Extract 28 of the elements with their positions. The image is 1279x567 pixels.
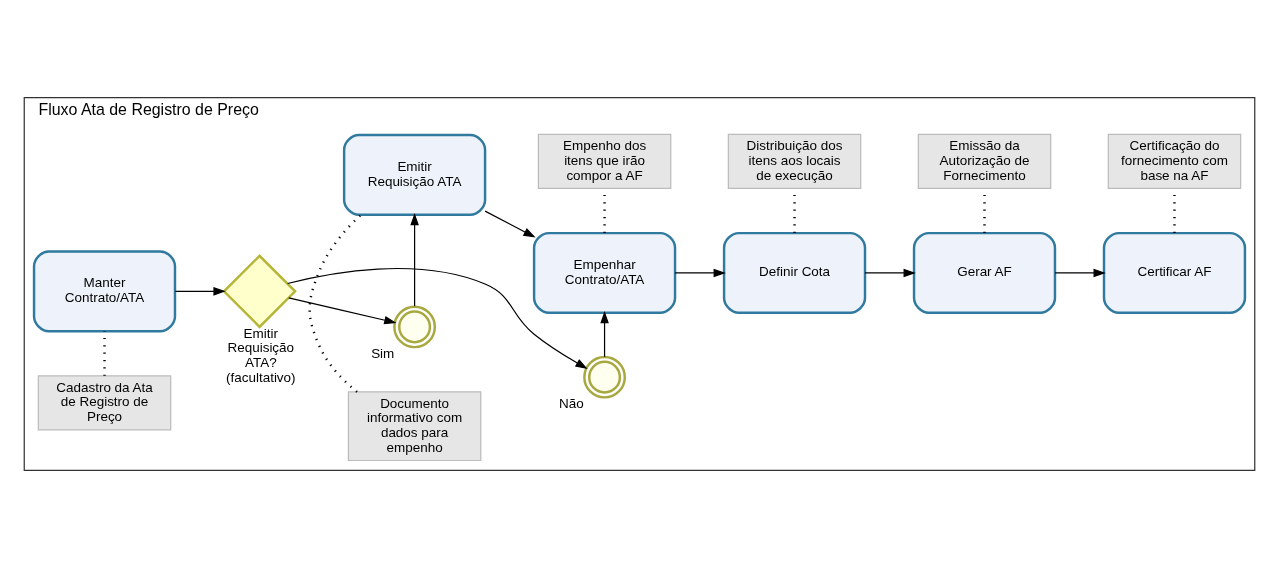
node-box: Certificar AF — [1102, 231, 1247, 314]
node-box: Documento informativo com dados para empenho — [347, 390, 482, 461]
node-label: Não — [559, 395, 584, 411]
node-box: Emissão da Autorização de Fornecimento — [917, 133, 1052, 189]
arrow — [410, 212, 419, 307]
arrow — [864, 268, 916, 277]
node-box: Cadastro da Ata de Registro de Preço — [37, 374, 172, 430]
node-circle — [583, 355, 626, 399]
connector — [308, 213, 362, 393]
node-label: Sim — [371, 345, 395, 361]
node-box: Definir Cota — [722, 231, 867, 314]
node-box: Empenhar Contrato/ATA — [532, 231, 677, 314]
node-box: Certificação do fornecimento com base na AF — [1107, 133, 1242, 189]
arrow — [288, 296, 397, 324]
node-box: Distribuição dos itens aos locais de execução — [727, 133, 862, 189]
arrow — [600, 310, 609, 357]
arrow — [1054, 268, 1106, 277]
arrow — [674, 268, 726, 277]
arrow — [287, 267, 588, 369]
node-box: Manter Contrato/ATA — [32, 249, 177, 332]
node-circle — [393, 304, 437, 348]
node-box: Empenho dos itens que irão compor a AF — [537, 133, 672, 189]
node-label: Emitir Requisição ATA? (facultativo) — [225, 325, 296, 385]
node-diamond — [222, 253, 297, 329]
arrow — [484, 210, 536, 238]
arrow — [174, 286, 226, 296]
node-box: Emitir Requisição ATA — [342, 133, 487, 216]
node-box: Gerar AF — [912, 231, 1057, 314]
